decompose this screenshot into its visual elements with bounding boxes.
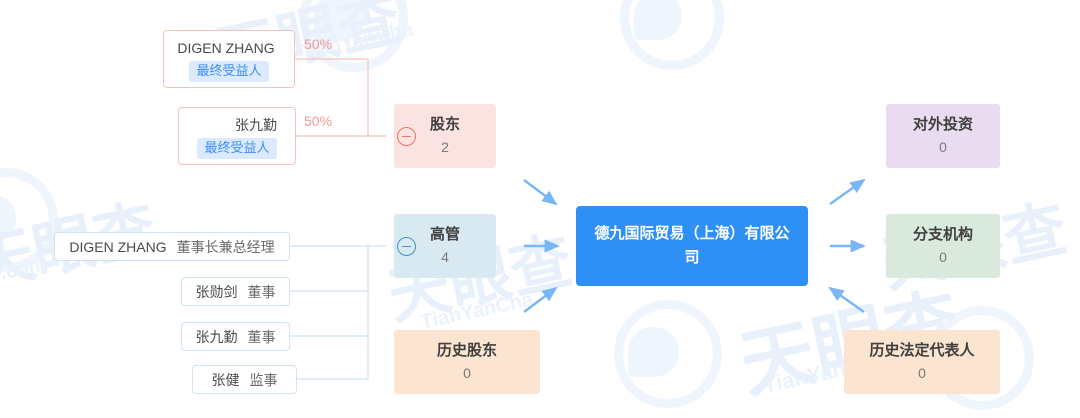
watermark-logo-icon [620, 0, 724, 70]
shareholder-percent: 50% [304, 113, 333, 129]
arrow-shareholders-to-company [523, 179, 558, 206]
outbound-arrows [828, 178, 866, 313]
watermark-brand-en: TianYanCha [418, 288, 536, 334]
category-branches[interactable]: 分支机构 0 [886, 214, 1000, 278]
executive-card[interactable]: 张健 监事 [192, 365, 297, 394]
arrow-history-to-company [523, 286, 558, 313]
company-name: 德九国际贸易（上海）有限公司 [594, 225, 790, 266]
shareholder-card[interactable]: DIGEN ZHANG 最终受益人 [163, 30, 295, 88]
executive-name: 张健 [211, 371, 240, 388]
minus-circle-icon[interactable] [397, 127, 416, 146]
category-historical-legal-rep[interactable]: 历史法定代表人 0 [844, 330, 1000, 394]
category-count: 4 [441, 249, 449, 265]
category-count: 0 [463, 365, 471, 381]
executive-card[interactable]: 张九勤 董事 [181, 322, 290, 351]
category-historical-shareholders[interactable]: 历史股东 0 [394, 330, 540, 394]
executive-card[interactable]: 张勋剑 董事 [181, 277, 290, 306]
executive-name: DIGEN ZHANG [69, 238, 167, 255]
category-title: 分支机构 [912, 226, 973, 243]
company-node[interactable]: 德九国际贸易（上海）有限公司 [576, 206, 808, 286]
watermark-logo-icon [614, 300, 722, 408]
category-title: 股东 [429, 116, 460, 133]
category-title: 历史法定代表人 [869, 342, 975, 359]
beneficial-owner-badge: 最终受益人 [197, 138, 277, 159]
minus-circle-icon[interactable] [397, 237, 416, 256]
executive-connectors [290, 245, 386, 380]
executive-role: 董事长兼总经理 [176, 238, 275, 255]
category-outbound-investment[interactable]: 对外投资 0 [886, 104, 1000, 168]
category-title: 高管 [429, 226, 460, 243]
category-count: 0 [918, 365, 926, 381]
category-title: 对外投资 [912, 116, 973, 133]
shareholder-name: DIGEN ZHANG [177, 40, 275, 56]
shareholder-card[interactable]: 张九勤 最终受益人 [178, 107, 296, 165]
shareholder-name: 张九勤 [235, 117, 277, 133]
arrow-hist-rep-to-company [828, 286, 865, 313]
arrow-company-to-investment [829, 178, 866, 205]
category-title: 历史股东 [436, 342, 497, 359]
executive-name: 张九勤 [195, 328, 238, 345]
shareholder-percent: 50% [304, 36, 333, 52]
inbound-arrows [523, 179, 560, 313]
executive-card[interactable]: DIGEN ZHANG 董事长兼总经理 [54, 232, 290, 261]
watermark-domain: .com [0, 253, 49, 285]
beneficial-owner-badge: 最终受益人 [189, 61, 269, 82]
executive-name: 张勋剑 [195, 283, 238, 300]
category-count: 0 [939, 139, 947, 155]
executive-role: 监事 [249, 371, 278, 388]
watermark-logo-icon [0, 168, 58, 272]
executive-role: 董事 [247, 328, 276, 345]
category-count: 2 [441, 139, 449, 155]
category-count: 0 [939, 249, 947, 265]
executive-role: 董事 [247, 283, 276, 300]
